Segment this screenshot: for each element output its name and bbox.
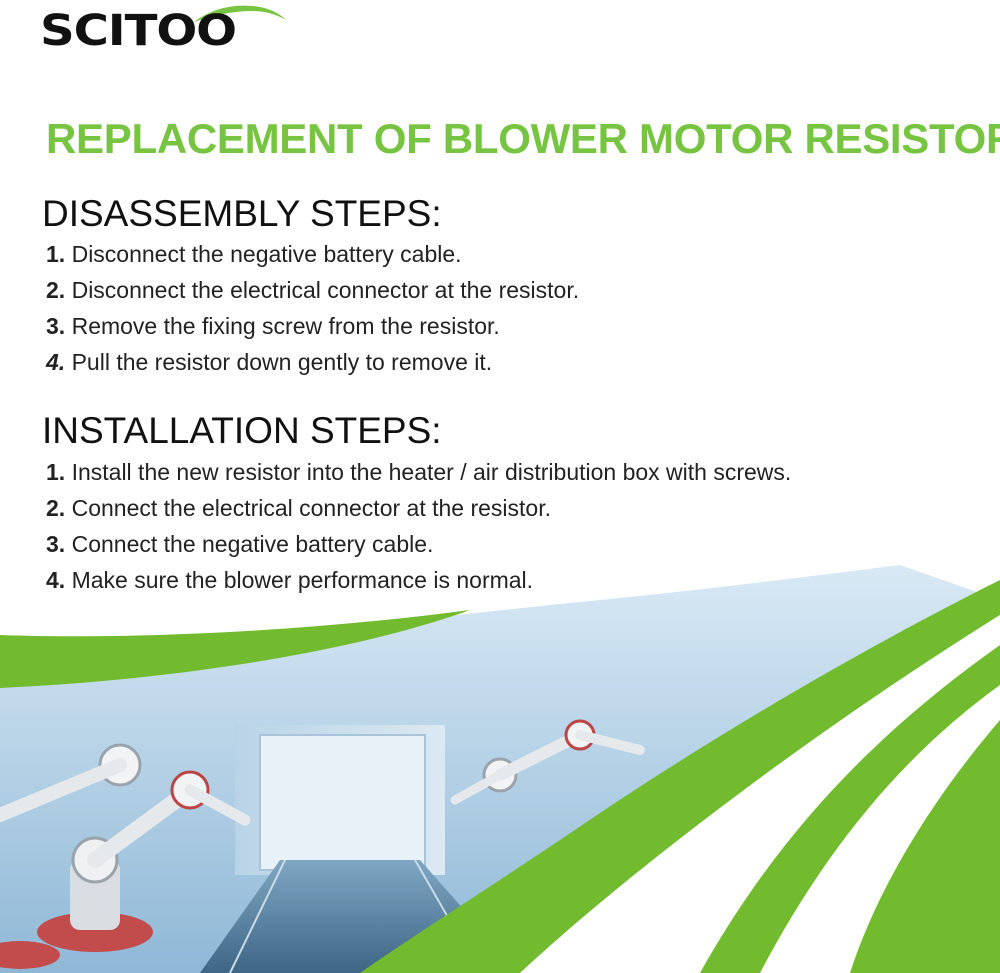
disassembly-step: 4. Pull the resistor down gently to remo… xyxy=(46,344,579,380)
scitoo-logo: SCITOO xyxy=(40,2,286,62)
disassembly-steps: 1. Disconnect the negative battery cable… xyxy=(46,236,579,380)
car-silhouette-icon xyxy=(194,5,286,22)
robot-arm-right xyxy=(450,719,645,805)
step-number: 3. xyxy=(46,531,66,557)
step-text: Disconnect the negative battery cable. xyxy=(71,241,462,267)
installation-title: INSTALLATION STEPS: xyxy=(42,410,442,451)
disassembly-step: 1. Disconnect the negative battery cable… xyxy=(46,236,579,272)
installation-step: 3. Connect the negative battery cable. xyxy=(46,526,791,562)
step-number: 2. xyxy=(46,277,66,303)
disassembly-title: DISASSEMBLY STEPS: xyxy=(42,193,442,234)
installation-step: 1. Install the new resistor into the hea… xyxy=(46,454,791,490)
step-number: 4. xyxy=(46,567,66,593)
step-text: Disconnect the electrical connector at t… xyxy=(71,277,580,303)
robotic-arm-factory-illustration xyxy=(0,565,1000,973)
robot-arm-left xyxy=(0,743,251,969)
disassembly-step: 2. Disconnect the electrical connector a… xyxy=(46,272,579,308)
step-number: 1. xyxy=(46,459,66,485)
step-number: 4. xyxy=(46,349,66,375)
installation-step: 4. Make sure the blower performance is n… xyxy=(46,562,791,598)
step-number: 2. xyxy=(46,495,66,521)
step-text: Pull the resistor down gently to remove … xyxy=(71,349,493,375)
disassembly-step: 3. Remove the fixing screw from the resi… xyxy=(46,308,579,344)
step-text: Make sure the blower performance is norm… xyxy=(71,567,534,593)
step-text: Install the new resistor into the heater… xyxy=(71,459,792,485)
installation-step: 2. Connect the electrical connector at t… xyxy=(46,490,791,526)
page-title: REPLACEMENT OF BLOWER MOTOR RESISTOR xyxy=(46,115,1000,162)
installation-steps: 1. Install the new resistor into the hea… xyxy=(46,454,791,598)
step-text: Remove the fixing screw from the resisto… xyxy=(71,313,500,339)
step-number: 3. xyxy=(46,313,66,339)
step-number: 1. xyxy=(46,241,66,267)
step-text: Connect the electrical connector at the … xyxy=(71,495,551,521)
step-text: Connect the negative battery cable. xyxy=(71,531,434,557)
brand-name: SCITOO xyxy=(40,6,237,56)
